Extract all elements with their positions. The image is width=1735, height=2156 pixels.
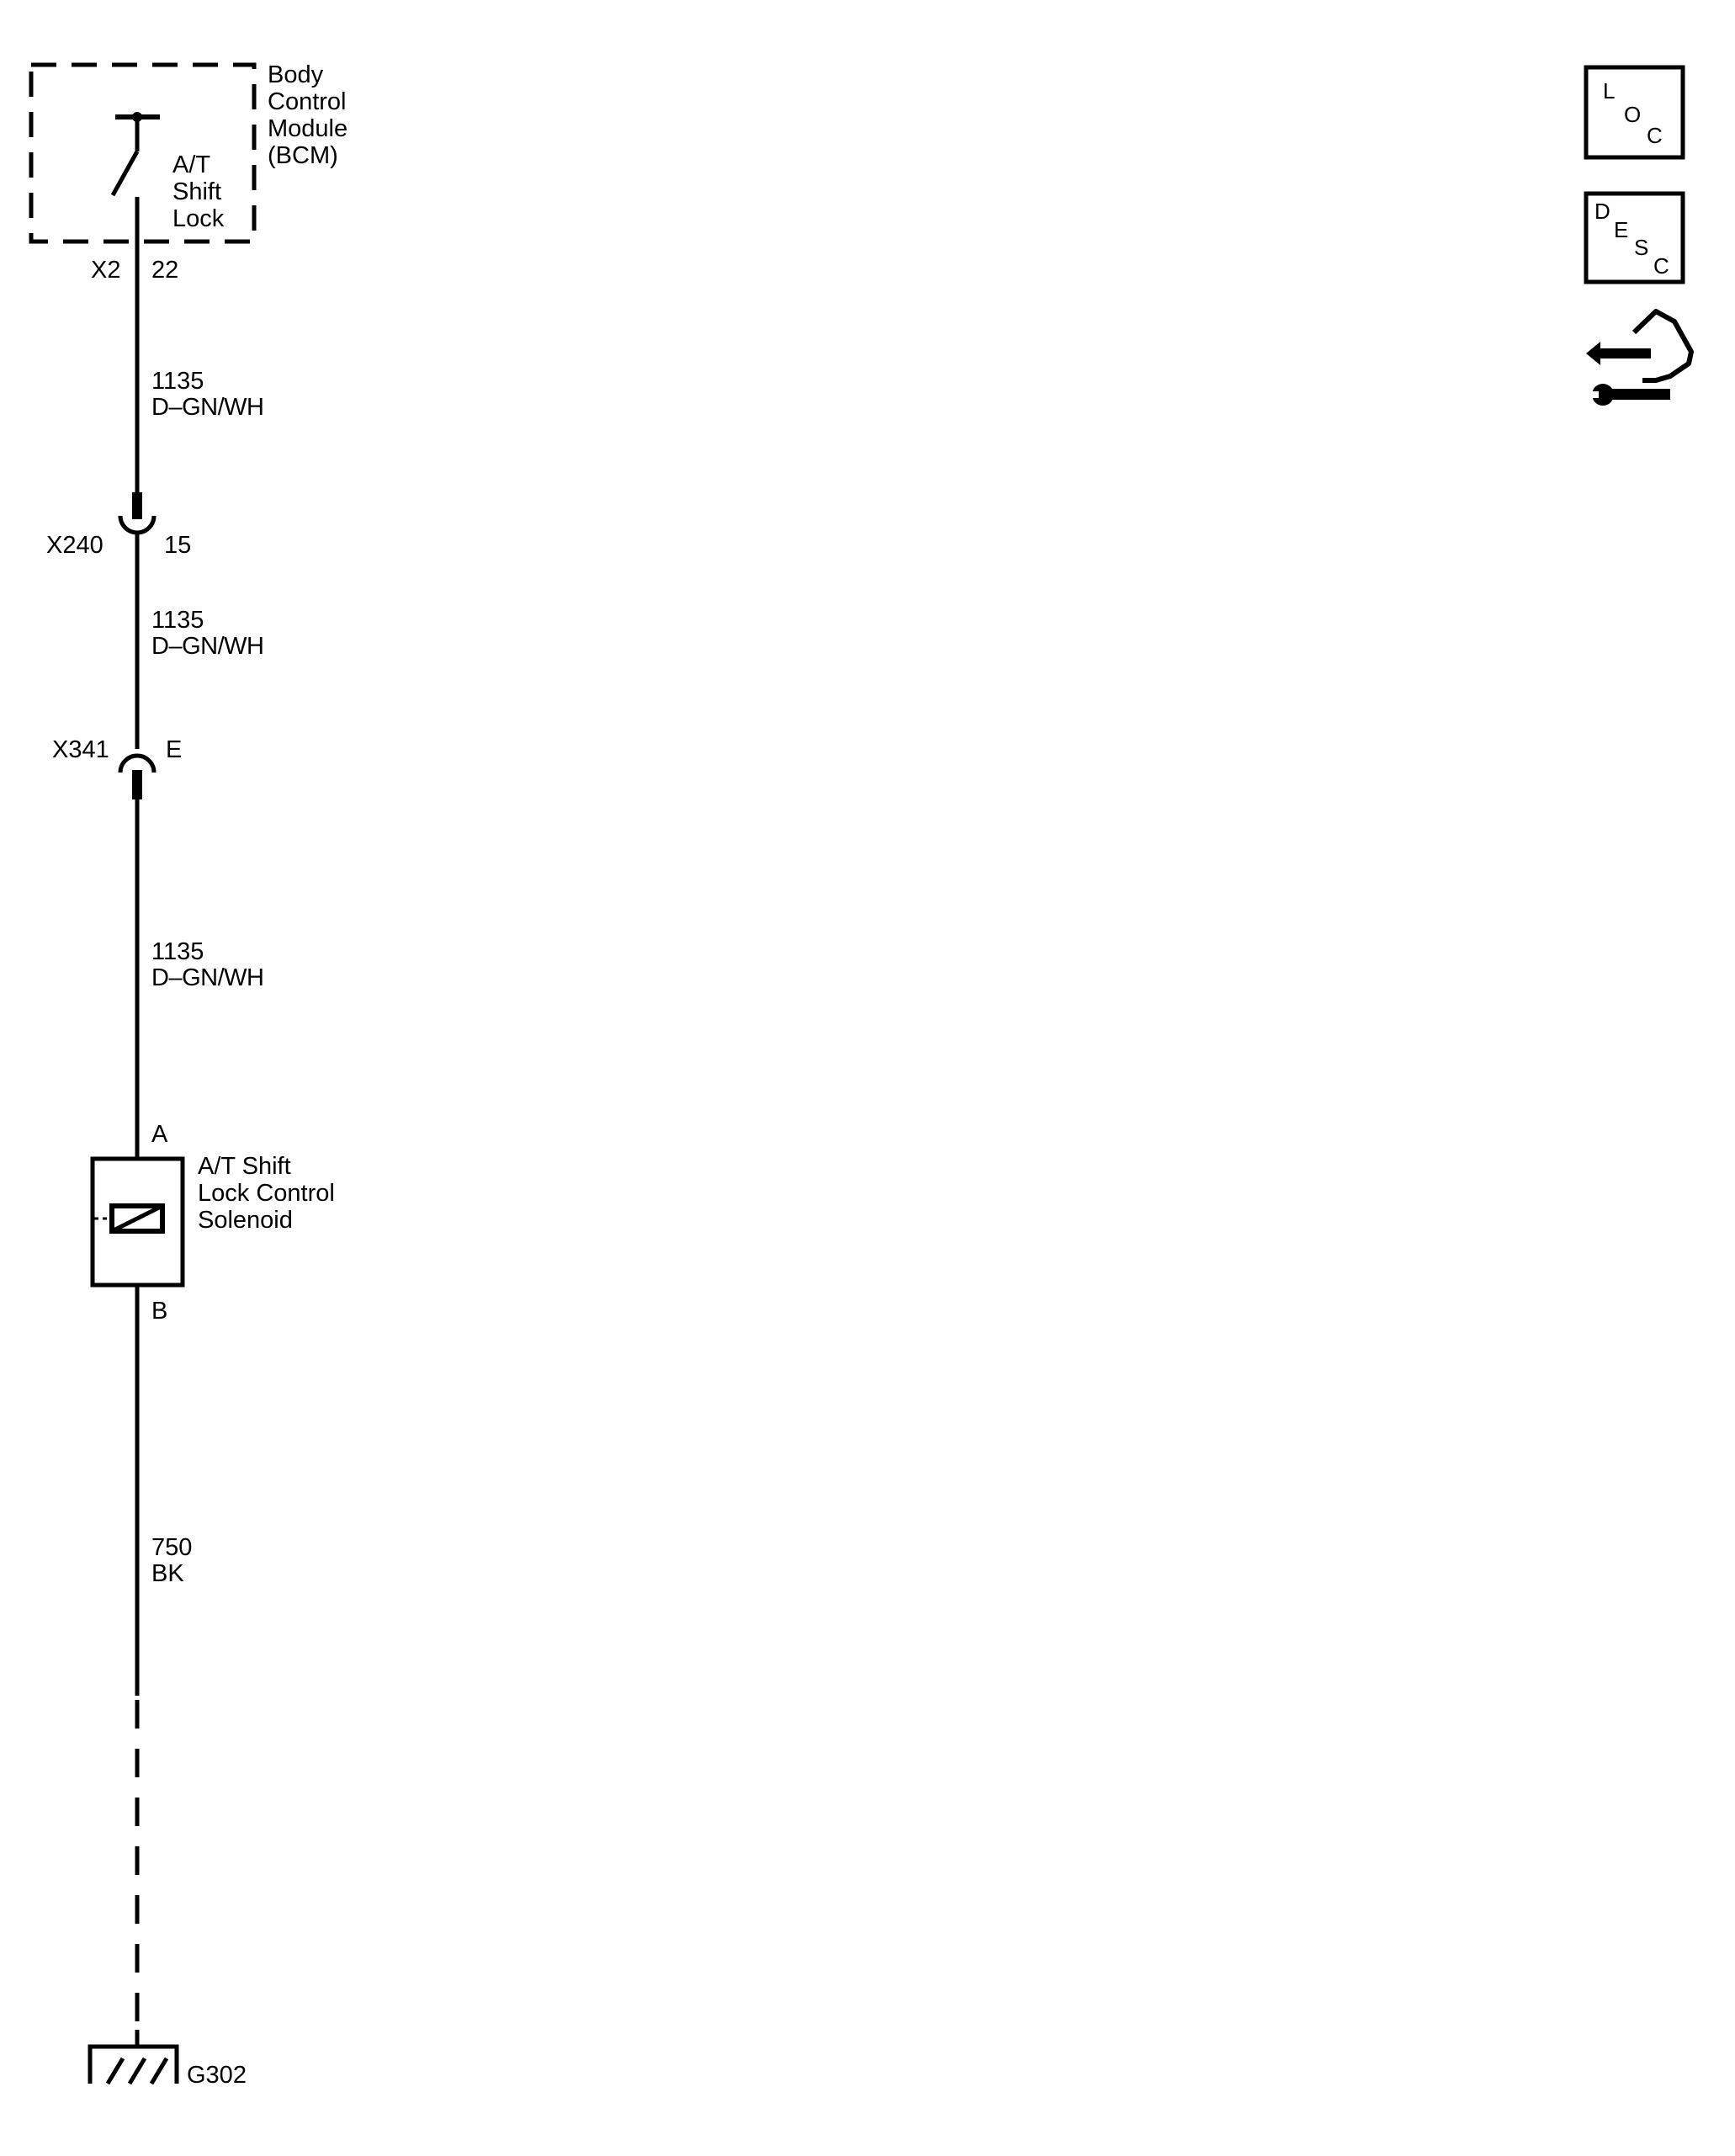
- wire-1-circuit: 1135: [151, 368, 204, 395]
- desc-letter-3: S: [1634, 235, 1648, 260]
- desc-letter-4: C: [1653, 253, 1669, 279]
- wire-2-color: D–GN/WH: [151, 633, 263, 660]
- body-control-module: Body Control Module (BCM) A/T Shift Lock…: [29, 61, 348, 284]
- loc-letter-1: L: [1603, 78, 1615, 104]
- bcm-name-line-4: (BCM): [268, 142, 338, 169]
- solenoid-pin-a: A: [151, 1121, 168, 1148]
- connector-x341: [118, 753, 157, 799]
- solenoid-label-line-2: Lock Control: [198, 1180, 335, 1207]
- solenoid-label-line-3: Solenoid: [198, 1207, 293, 1234]
- shift-lock-switch: [110, 112, 160, 244]
- loc-letter-2: O: [1624, 102, 1641, 127]
- wire-4-color: BK: [151, 1560, 184, 1587]
- ground-name: G302: [187, 2062, 247, 2089]
- connector-x240-name: X240: [46, 532, 103, 559]
- wire-1-color: D–GN/WH: [151, 394, 263, 421]
- desc-letter-2: E: [1614, 217, 1628, 242]
- connector-x341-name: X341: [52, 736, 109, 763]
- shift-lock-solenoid: [90, 1156, 185, 1288]
- connector-x341-pin: E: [166, 736, 182, 763]
- connector-x240-pin: 15: [164, 532, 191, 559]
- bcm-name-line-1: Body: [268, 61, 324, 88]
- loc-letter-3: C: [1647, 123, 1663, 148]
- wire-4-circuit: 750: [151, 1534, 192, 1561]
- bcm-connector-pin: 22: [151, 257, 178, 284]
- switch-label-line-3: Lock: [172, 205, 225, 232]
- solenoid-pin-b: B: [151, 1298, 167, 1325]
- switch-label-line-1: A/T: [172, 151, 210, 178]
- bcm-dashed-outline: [29, 62, 257, 244]
- wire-2-circuit: 1135: [151, 607, 204, 634]
- switch-label-line-2: Shift: [172, 178, 221, 205]
- solenoid-label-line-1: A/T Shift: [198, 1153, 291, 1180]
- bcm-name-line-3: Module: [268, 115, 348, 142]
- desc-letter-1: D: [1594, 199, 1610, 224]
- bcm-connector-name: X2: [91, 257, 120, 284]
- connector-x240: [118, 492, 157, 547]
- bcm-name-line-2: Control: [268, 88, 347, 115]
- service-hand-wrench-icon[interactable]: [1586, 309, 1694, 406]
- ground-symbol: [88, 2030, 179, 2085]
- wire-3-color: D–GN/WH: [151, 964, 263, 991]
- description-icon[interactable]: D E S C: [1584, 191, 1685, 284]
- solenoid-box: [90, 1156, 185, 1288]
- wire-3-circuit: 1135: [151, 938, 204, 965]
- location-icon[interactable]: L O C: [1584, 65, 1685, 160]
